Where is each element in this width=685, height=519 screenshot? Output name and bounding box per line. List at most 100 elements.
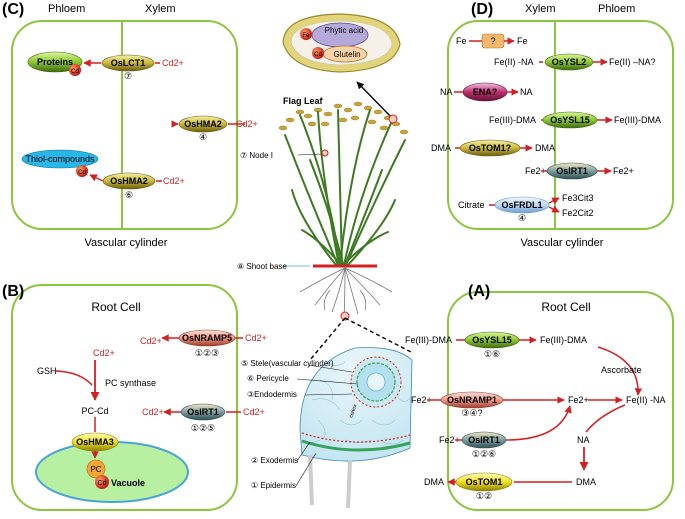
a-osysl15-label: OsYSL15 <box>472 335 512 345</box>
oslct1-label: OsLCT1 <box>111 58 146 68</box>
b-cd-irt-right: Cd2+ <box>243 407 265 417</box>
a-osirt1-numbers: ①②⑥ <box>472 449 496 459</box>
a-ostom1-label: OsTOM1 <box>466 477 503 487</box>
oshma3-label: OsHMA3 <box>76 437 114 447</box>
cd-ball <box>76 165 88 177</box>
osfrdl1-transporter <box>494 196 550 214</box>
b-cd-nramp-left: Cd2+ <box>140 336 162 346</box>
a-ascorbate: Ascorbate <box>601 365 642 375</box>
oshma2-bottom-label: OsHMA2 <box>110 176 148 186</box>
osfrdl1-number: ④ <box>518 213 526 223</box>
b-gsh-curve <box>55 370 93 386</box>
a-irt-curve <box>505 405 572 441</box>
oshma2-top-cd-label: Cd2+ <box>236 119 258 129</box>
panel-a-label: (A) <box>468 283 490 300</box>
a-dma-left: DMA <box>424 477 444 487</box>
center-illustration: Phytic acid Glutelin Fe Cd Flag Leaf <box>237 13 413 509</box>
thiol-compounds-oval <box>21 149 99 169</box>
panel-b-label: (B) <box>2 283 24 300</box>
seed-pointer-arrow <box>356 81 394 120</box>
epidermis-label: ① Epidermis <box>251 481 296 490</box>
root-zoom-line-left <box>309 317 346 361</box>
oslct1-number: ⑦ <box>124 71 132 81</box>
a-fe2na: Fe(II) -NA <box>626 395 666 405</box>
a-osirt1-label: OsIRT1 <box>468 435 500 445</box>
exodermis-label: ② Exodermis <box>251 456 298 465</box>
cd-ball-label: Cd <box>314 52 322 58</box>
cd-ball <box>69 64 81 76</box>
cd-ball-label: Cd <box>71 69 79 75</box>
b-gsh: GSH <box>37 366 57 376</box>
d-fe-right: Fe <box>517 36 528 46</box>
thiol-compounds-label: Thiol-compounds <box>25 154 95 164</box>
fe-ball-label: Fe <box>302 33 310 39</box>
ostom1-label: OsTOM1? <box>469 143 511 153</box>
epidermis-pointer <box>295 452 317 487</box>
shoot-base-label: ⑧ Shoot base <box>237 262 287 271</box>
root-cross-section: cortex <box>299 347 413 509</box>
a-osysl15-numbers: ①⑥ <box>484 349 500 359</box>
osirt1-transporter <box>180 403 226 421</box>
oslct1-cd-label: Cd2+ <box>162 58 184 68</box>
arrow-to-thiol <box>89 174 104 182</box>
d-dma-left: DMA <box>431 143 451 153</box>
proteins-label: Proteins <box>37 57 73 67</box>
a-ascorbate-curve <box>597 346 643 396</box>
oshma2-top-transporter <box>178 115 228 133</box>
stele-pointer <box>307 364 353 373</box>
endodermis-pointer <box>304 393 353 396</box>
root-hair <box>308 454 314 506</box>
rice-roots <box>299 267 393 319</box>
panel-d-caption: Vascular cylinder <box>521 237 604 249</box>
oshma2-bottom-number: ⑥ <box>125 190 133 200</box>
cortex-label: cortex <box>348 403 358 418</box>
d-fe-left: Fe <box>456 36 467 46</box>
pc-ball-label: PC <box>90 465 101 474</box>
panel-a: (A) Root Cell Fe(III)-DMA OsYSL15 ①⑥ Fe(… <box>405 283 674 511</box>
d-fe2-left: Fe2+ <box>525 166 546 176</box>
oshma2-top-label: OsHMA2 <box>184 119 222 129</box>
d-fe2na-left: Fe(II) -NA <box>494 57 534 67</box>
b-pc-cd: PC-Cd <box>81 406 108 416</box>
exodermis-pointer <box>296 441 311 462</box>
d-cit-arrow-1 <box>548 197 560 205</box>
b-osirt1-label: OsIRT1 <box>187 407 219 417</box>
oshma2-bottom-cd-label: Cd2+ <box>163 176 185 186</box>
root-zoom-line-right <box>344 317 412 353</box>
vacuole-label: Vacuole <box>111 478 145 488</box>
phytic-acid-label: Phytic acid <box>325 26 364 35</box>
panel-d: (D) Xylem Phloem Fe ? Fe Fe(II) -NA OsYS… <box>431 1 674 249</box>
oshma2-bottom-transporter <box>102 172 156 190</box>
d-na-left: NA <box>440 87 453 97</box>
osirt1-label: OsIRT1 <box>556 166 588 176</box>
panel-c-phloem-label: Phloem <box>48 3 85 15</box>
d-citrate: Citrate <box>458 200 485 210</box>
a-ostom1-numbers: ①② <box>476 491 492 501</box>
panel-c: (C) Phloem Xylem Proteins Cd OsLCT1 Cd2+… <box>2 1 258 249</box>
node-i-pointer <box>297 153 323 156</box>
d-fe3dma-right: Fe(III)-DMA <box>614 115 661 125</box>
cd-ball <box>95 475 109 489</box>
rice-leaves <box>284 109 406 266</box>
epidermis-band <box>301 439 411 452</box>
a-na-curve <box>585 404 626 433</box>
a-dma-right: DMA <box>576 477 596 487</box>
d-fe2cit2: Fe2Cit2 <box>562 208 594 218</box>
panicle-marker <box>388 114 398 124</box>
d-dma-right: DMA <box>535 143 555 153</box>
fe-ball <box>300 28 312 40</box>
a-fe2-irt: Fe2+ <box>439 435 460 445</box>
cd-ball-label: Cd <box>78 170 86 176</box>
osnramp5-label: OsNRAMP5 <box>182 333 232 343</box>
a-fe2-left: Fe2+ <box>411 395 432 405</box>
vacuole <box>35 441 189 503</box>
oslct1-transporter <box>101 54 155 72</box>
d-question: ? <box>490 36 495 46</box>
exodermis-band <box>301 432 411 443</box>
d-fe3cit3: Fe3Cit3 <box>562 193 594 203</box>
osirt1-numbers: ①②⑤ <box>191 423 215 433</box>
d-fe2-right: Fe2+ <box>613 166 634 176</box>
root-hair <box>346 459 352 509</box>
glutelin-label: Glutelin <box>333 50 360 59</box>
